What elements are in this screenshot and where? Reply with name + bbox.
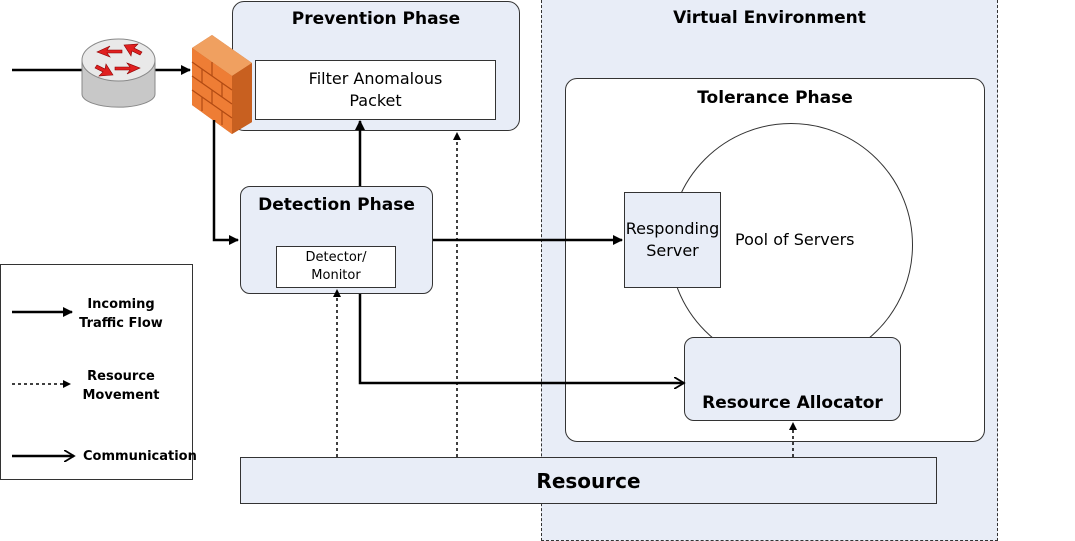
tolerance-phase-title: Tolerance Phase (697, 88, 853, 108)
detector-monitor-box: Detector/ Monitor (276, 246, 396, 288)
resource-box: Resource (240, 457, 937, 504)
firewall-icon (191, 35, 252, 134)
filter-anomalous-packet-label: Filter Anomalous Packet (308, 69, 443, 110)
resource-allocator-label: Resource Allocator (702, 393, 883, 413)
router-icon (81, 38, 156, 108)
detection-phase-title: Detection Phase (258, 195, 415, 215)
responding-server-label: Responding Server (625, 219, 720, 260)
legend-incoming-label: Incoming Traffic Flow (79, 297, 163, 331)
legend-box: Incoming Traffic Flow Resource Movement … (0, 264, 197, 480)
virtual-environment-title: Virtual Environment (673, 8, 866, 28)
filter-anomalous-packet-box: Filter Anomalous Packet (255, 60, 496, 120)
legend-communication-label: Communication (83, 449, 197, 464)
detector-monitor-label: Detector/ Monitor (305, 250, 367, 283)
prevention-phase-title: Prevention Phase (291, 9, 461, 29)
legend-movement-label: Resource Movement (82, 369, 160, 403)
firewall-to-detection-arrow (212, 120, 239, 245)
resource-label: Resource (536, 468, 641, 493)
resource-allocator-box: Resource Allocator (684, 337, 901, 421)
detector-to-allocator-arrow (358, 294, 684, 383)
responding-server-box: Responding Server (624, 192, 721, 288)
pool-of-servers-label: Pool of Servers (735, 230, 855, 249)
